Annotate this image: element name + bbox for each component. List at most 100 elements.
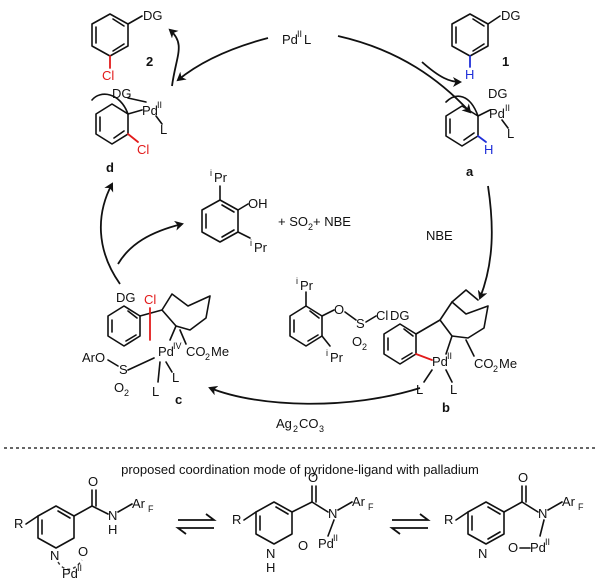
- compound-1-label: 1: [502, 54, 509, 69]
- byproduct-arrow: [117, 220, 184, 265]
- intermediate-a-label: a: [466, 164, 474, 179]
- svg-text:H: H: [266, 560, 275, 575]
- h-label: H: [465, 67, 474, 82]
- svg-text:Pd: Pd: [142, 103, 158, 118]
- svg-text:R: R: [232, 512, 241, 527]
- svg-text:L: L: [152, 384, 159, 399]
- equilibrium-arrows-2: [389, 513, 431, 535]
- svg-text:II: II: [77, 563, 82, 573]
- svg-text:2: 2: [362, 342, 367, 352]
- svg-text:Cl: Cl: [144, 292, 156, 307]
- svg-text:II: II: [447, 351, 452, 361]
- svg-text:Pd: Pd: [530, 540, 546, 555]
- svg-text:2: 2: [205, 352, 210, 362]
- svg-text:L: L: [172, 370, 179, 385]
- svg-text:i: i: [210, 168, 212, 178]
- intermediate-c-label: c: [175, 392, 182, 407]
- coordination-mode-1: R N O O N H Ar F Pd II: [14, 474, 154, 581]
- intermediate-d-label: d: [106, 160, 114, 175]
- svg-text:IV: IV: [173, 341, 182, 351]
- svg-text:Ar: Ar: [132, 496, 146, 511]
- svg-text:R: R: [444, 512, 453, 527]
- svg-text:O: O: [88, 474, 98, 489]
- intermediate-b-label: b: [442, 400, 450, 415]
- svg-text:N: N: [266, 546, 275, 561]
- svg-text:2: 2: [124, 388, 129, 398]
- svg-text:O: O: [308, 470, 318, 485]
- svg-text:DG: DG: [112, 86, 132, 101]
- nbe-reagent: NBE: [426, 228, 453, 243]
- svg-text:Ar: Ar: [352, 494, 366, 509]
- svg-text:H: H: [108, 522, 117, 537]
- svg-text:Pd: Pd: [432, 354, 448, 369]
- svg-text:Ar: Ar: [562, 494, 576, 509]
- svg-text:R: R: [14, 516, 23, 531]
- svg-text:i: i: [326, 348, 328, 358]
- svg-text:II: II: [297, 29, 302, 39]
- svg-text:ArO: ArO: [82, 350, 105, 365]
- svg-text:F: F: [148, 504, 154, 514]
- svg-text:H: H: [484, 142, 493, 157]
- svg-text:Cl: Cl: [137, 142, 149, 157]
- svg-text:S: S: [356, 316, 365, 331]
- byproducts-text: + SO: [278, 214, 308, 229]
- coordination-mode-2: R N H O O N Ar F Pd II: [232, 470, 374, 575]
- svg-text:Me: Me: [211, 344, 229, 359]
- substrate-entry-arrow: [421, 61, 462, 87]
- compound-2-label: 2: [146, 54, 153, 69]
- bottom-caption: proposed coordination mode of pyridone-l…: [121, 462, 479, 477]
- svg-text:DG: DG: [390, 308, 410, 323]
- svg-text:O: O: [518, 470, 528, 485]
- svg-text:O: O: [334, 302, 344, 317]
- svg-text:L: L: [450, 382, 457, 397]
- svg-text:Pr: Pr: [214, 170, 228, 185]
- svg-text:L: L: [507, 126, 514, 141]
- svg-text:DG: DG: [488, 86, 508, 101]
- svg-text:CO: CO: [474, 356, 494, 371]
- intermediate-d: DG Pd II L Cl d: [91, 86, 167, 175]
- svg-text:O: O: [298, 538, 308, 553]
- svg-text:F: F: [578, 502, 584, 512]
- svg-text:OH: OH: [248, 196, 268, 211]
- svg-text:Pr: Pr: [330, 350, 344, 365]
- svg-text:+ NBE: + NBE: [313, 214, 351, 229]
- svg-text:N: N: [538, 506, 547, 521]
- svg-text:CO: CO: [299, 416, 319, 431]
- sulfonyl-chloride-reagent: i Pr O S Cl O 2 i Pr: [289, 276, 388, 365]
- svg-text:O: O: [508, 540, 518, 555]
- equilibrium-arrows-1: [175, 513, 217, 535]
- svg-text:S: S: [119, 362, 128, 377]
- svg-text:N: N: [50, 548, 59, 563]
- svg-text:2: 2: [293, 424, 298, 434]
- cl-label: Cl: [102, 68, 114, 83]
- ag2co3-reagent: Ag 2 CO 3: [276, 416, 324, 434]
- coordination-mode-3: R N O O N Ar F Pd II: [444, 470, 584, 561]
- svg-text:Pd: Pd: [62, 566, 78, 581]
- svg-text:i: i: [250, 238, 252, 248]
- svg-text:L: L: [304, 32, 311, 47]
- svg-text:F: F: [368, 502, 374, 512]
- svg-text:Pd: Pd: [158, 344, 174, 359]
- svg-text:L: L: [416, 382, 423, 397]
- svg-text:L: L: [160, 122, 167, 137]
- svg-text:CO: CO: [186, 344, 206, 359]
- svg-text:II: II: [545, 537, 550, 547]
- svg-text:Ag: Ag: [276, 416, 292, 431]
- svg-text:i: i: [296, 276, 298, 286]
- svg-text:O: O: [352, 334, 362, 349]
- intermediate-b: DG Pd II CO 2 Me L L b: [383, 289, 517, 415]
- release-arrow: [168, 28, 180, 87]
- svg-text:N: N: [108, 508, 117, 523]
- pd-ii-l-catalyst: Pd II L: [282, 29, 311, 47]
- svg-text:Cl: Cl: [376, 308, 388, 323]
- dg-label: DG: [143, 8, 163, 23]
- svg-text:N: N: [328, 506, 337, 521]
- svg-text:2: 2: [308, 222, 313, 232]
- svg-text:DG: DG: [501, 8, 521, 23]
- svg-text:Pd: Pd: [489, 106, 505, 121]
- svg-text:Pr: Pr: [300, 278, 314, 293]
- svg-text:II: II: [333, 533, 338, 543]
- svg-text:3: 3: [319, 424, 324, 434]
